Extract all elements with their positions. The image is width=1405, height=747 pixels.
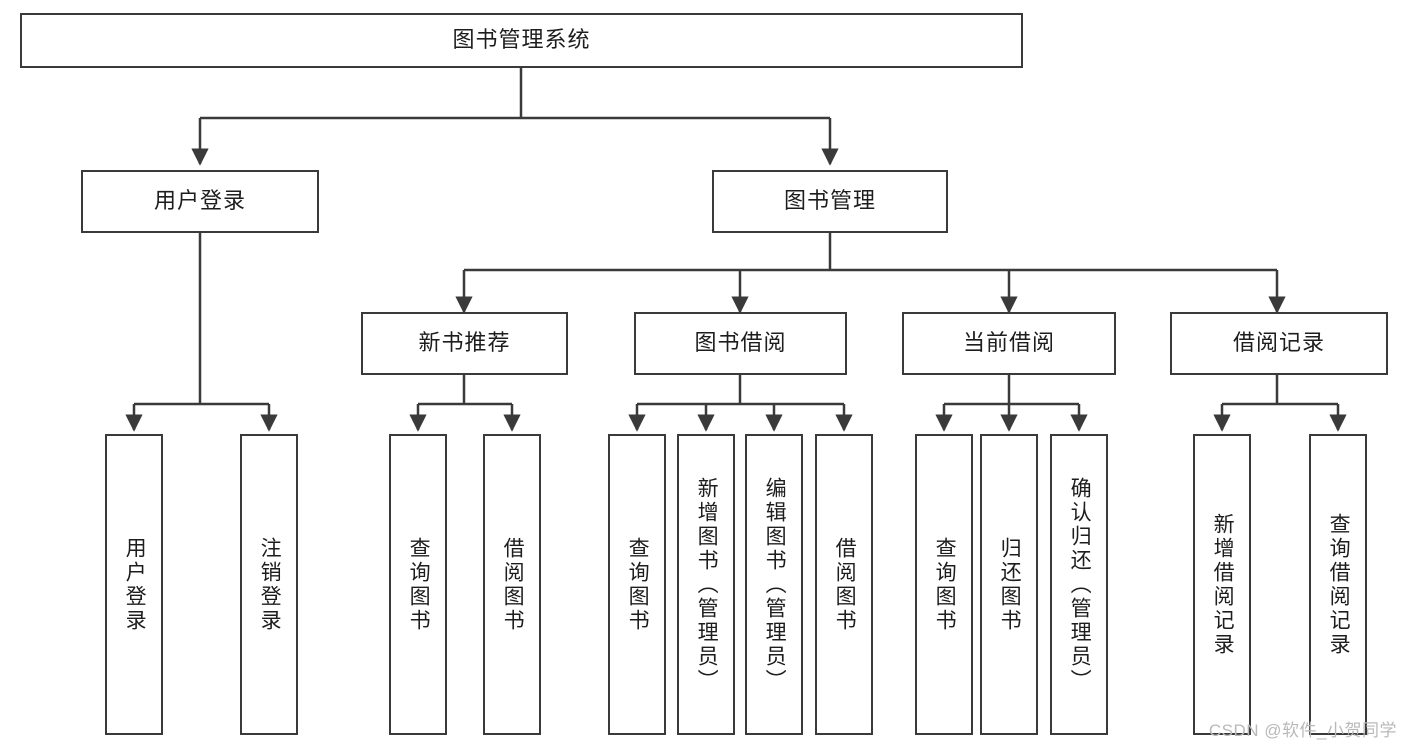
leaf-new-book-borrow[interactable]: 借阅图书 xyxy=(483,434,541,735)
leaf-label: 借阅图书 xyxy=(501,536,525,633)
node-user-login[interactable]: 用户登录 xyxy=(81,170,319,233)
leaf-book-borrow-lend[interactable]: 借阅图书 xyxy=(815,434,873,735)
node-current-borrow[interactable]: 当前借阅 xyxy=(902,312,1116,375)
node-root[interactable]: 图书管理系统 xyxy=(20,13,1023,68)
node-borrow-record-label: 借阅记录 xyxy=(1232,330,1325,356)
leaf-borrow-record-query[interactable]: 查询借阅记录 xyxy=(1309,434,1367,735)
leaf-label: 编辑图书（管理员） xyxy=(763,476,787,693)
leaf-label: 查询图书 xyxy=(626,536,650,633)
node-current-borrow-label: 当前借阅 xyxy=(962,330,1055,356)
leaf-new-book-query[interactable]: 查询图书 xyxy=(389,434,447,735)
leaf-borrow-record-add[interactable]: 新增借阅记录 xyxy=(1193,434,1251,735)
node-new-book-recommend-label: 新书推荐 xyxy=(418,330,511,356)
leaf-label: 借阅图书 xyxy=(833,536,857,633)
leaf-label: 查询借阅记录 xyxy=(1327,512,1351,657)
leaf-label: 查询图书 xyxy=(407,536,431,633)
leaf-user-login-signout[interactable]: 注销登录 xyxy=(240,434,298,735)
leaf-current-borrow-confirm-return[interactable]: 确认归还（管理员） xyxy=(1050,434,1108,735)
leaf-current-borrow-query[interactable]: 查询图书 xyxy=(915,434,973,735)
csdn-watermark: CSDN @软件_小贺同学 xyxy=(1208,721,1397,740)
leaf-label: 归还图书 xyxy=(998,536,1022,633)
leaf-label: 新增借阅记录 xyxy=(1211,512,1235,657)
node-book-manage[interactable]: 图书管理 xyxy=(712,170,948,233)
leaf-book-borrow-add[interactable]: 新增图书（管理员） xyxy=(677,434,735,735)
leaf-label: 新增图书（管理员） xyxy=(695,476,719,693)
node-new-book-recommend[interactable]: 新书推荐 xyxy=(361,312,568,375)
node-book-borrow[interactable]: 图书借阅 xyxy=(634,312,847,375)
leaf-label: 用户登录 xyxy=(123,536,147,633)
node-book-manage-label: 图书管理 xyxy=(783,188,876,214)
leaf-current-borrow-return[interactable]: 归还图书 xyxy=(980,434,1038,735)
leaf-book-borrow-query[interactable]: 查询图书 xyxy=(608,434,666,735)
node-borrow-record[interactable]: 借阅记录 xyxy=(1170,312,1388,375)
leaf-label: 注销登录 xyxy=(258,536,282,633)
node-book-borrow-label: 图书借阅 xyxy=(694,330,787,356)
leaf-label: 查询图书 xyxy=(933,536,957,633)
node-root-label: 图书管理系统 xyxy=(452,27,591,53)
leaf-user-login-signin[interactable]: 用户登录 xyxy=(105,434,163,735)
leaf-label: 确认归还（管理员） xyxy=(1068,476,1092,693)
leaf-book-borrow-edit[interactable]: 编辑图书（管理员） xyxy=(745,434,803,735)
node-user-login-label: 用户登录 xyxy=(153,188,246,214)
